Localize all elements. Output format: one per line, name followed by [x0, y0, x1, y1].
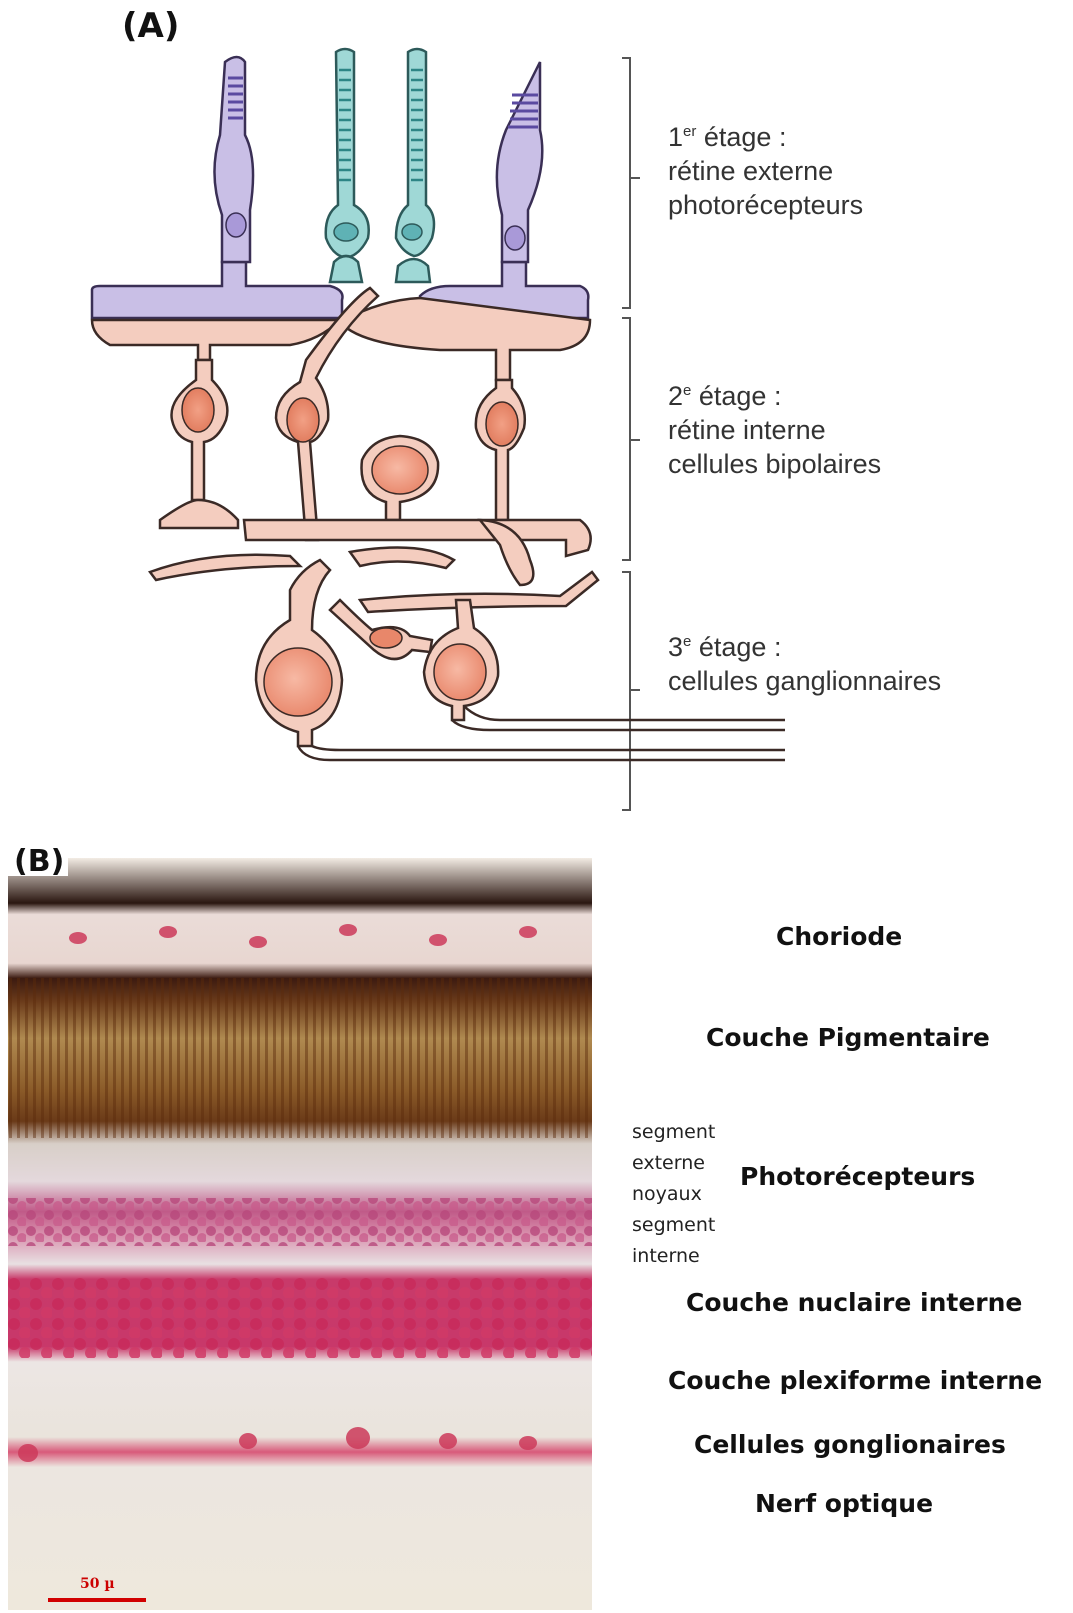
photoreceptor-sublabels: segment externe noyaux segment interne [632, 1117, 715, 1272]
stage-1-line-1: rétine externe [668, 154, 863, 188]
scale-bar-label: 50 µ [80, 1576, 115, 1592]
layer-label-photoreceptors: Photorécepteurs [740, 1162, 975, 1191]
ganglion-layer [256, 560, 498, 746]
panel-b-label: (B) [14, 844, 64, 879]
stage-1-heading: étage : [696, 122, 786, 152]
stage-2-number: 2 [668, 381, 683, 411]
layer-label-inner-plexiform: Couche plexiforme interne [668, 1366, 1042, 1395]
micrograph-image [8, 858, 592, 1610]
layer-label-inner-nuclear: Couche nuclaire interne [686, 1288, 1022, 1317]
scale-bar [48, 1598, 146, 1602]
layer-label-ganglion: Cellules gonglionaires [694, 1430, 1006, 1459]
cone-stripes [228, 78, 538, 127]
layer-label-optic-nerve: Nerf optique [755, 1489, 933, 1518]
stage-brackets [622, 58, 640, 810]
retina-schematic [0, 0, 1073, 830]
stage-2-label: 2e étage : rétine interne cellules bipol… [668, 379, 881, 481]
stage-1-number: 1 [668, 122, 683, 152]
rod-cells [326, 49, 434, 282]
stage-2-heading: étage : [691, 381, 781, 411]
layer-label-pigment: Couche Pigmentaire [706, 1023, 990, 1052]
bipolar-layer [92, 288, 590, 540]
stage-3-label: 3e étage : cellules ganglionnaires [668, 630, 941, 698]
sublabel-externe: externe [632, 1148, 715, 1179]
retina-micrograph [8, 858, 592, 1610]
stage-3-number: 3 [668, 632, 683, 662]
stage-2-line-2: cellules bipolaires [668, 447, 881, 481]
sublabel-segment-2: segment [632, 1210, 715, 1241]
optic-nerve-axons [298, 706, 785, 760]
inner-plexiform [150, 500, 598, 612]
sublabel-segment-1: segment [632, 1117, 715, 1148]
stage-3-line-1: cellules ganglionnaires [668, 664, 941, 698]
stage-3-heading: étage : [691, 632, 781, 662]
layer-label-choroid: Choriode [776, 922, 902, 951]
sublabel-noyaux: noyaux [632, 1179, 715, 1210]
stage-1-superscript: er [683, 123, 696, 140]
sublabel-interne: interne [632, 1241, 715, 1272]
stage-1-line-2: photorécepteurs [668, 188, 863, 222]
stage-2-line-1: rétine interne [668, 413, 881, 447]
stage-1-label: 1er étage : rétine externe photorécepteu… [668, 120, 863, 222]
